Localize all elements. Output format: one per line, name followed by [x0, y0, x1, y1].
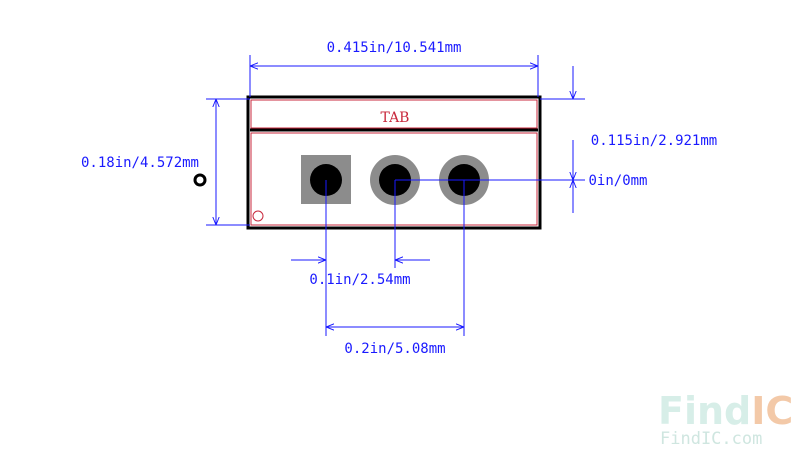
pitch-label: 0.1in/2.54mm	[309, 272, 410, 288]
pin1-marker	[252, 210, 264, 222]
tab-offset-dimension: 0.115in/2.921mm 0in/0mm	[395, 66, 717, 213]
watermark-logo: FindIC FindIC.com	[658, 389, 793, 449]
span-label: 0.2in/5.08mm	[344, 341, 445, 357]
zero-offset-label: 0in/0mm	[588, 173, 647, 189]
watermark-url: FindIC.com	[660, 429, 762, 449]
svg-text:FindIC: FindIC	[658, 389, 793, 433]
origin-marker	[193, 173, 207, 187]
watermark-ic: IC	[751, 389, 793, 433]
tab-label: TAB	[381, 110, 410, 126]
body-silk-outline	[250, 132, 538, 226]
tab-region-silk	[250, 99, 538, 129]
pitch-dimension: 0.1in/2.54mm	[291, 180, 430, 288]
height-label: 0.18in/4.572mm	[81, 155, 199, 171]
width-dimension: 0.415in/10.541mm	[249, 40, 539, 97]
package-body: TAB	[246, 95, 542, 230]
height-dimension: 0.18in/4.572mm	[81, 98, 250, 226]
width-label: 0.415in/10.541mm	[327, 40, 462, 56]
span-dimension: 0.2in/5.08mm	[325, 180, 465, 357]
tab-offset-label: 0.115in/2.921mm	[591, 133, 717, 149]
body-outline	[246, 95, 542, 230]
watermark-find: Find	[658, 389, 751, 433]
